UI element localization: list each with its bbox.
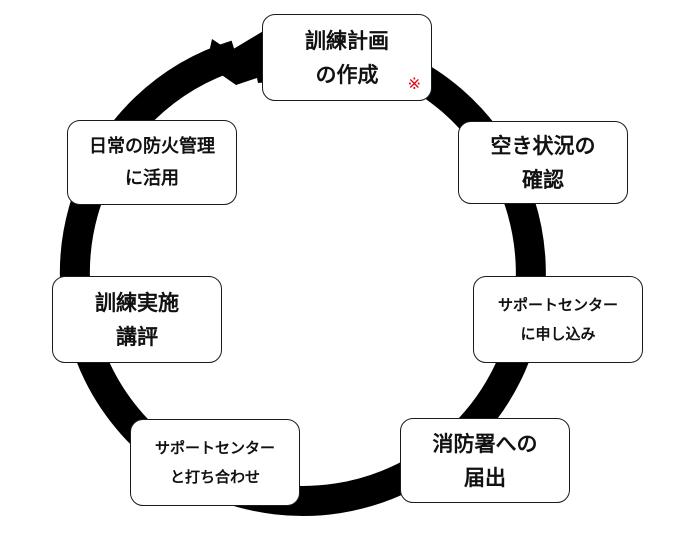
step-box-notify: 消防署への 届出 [400,418,570,503]
step-label-line: 確認 [522,167,564,192]
step-box-plan: 訓練計画 の作成 ※ [262,14,432,101]
step-label-line: と打ち合わせ [169,467,260,486]
step-box-use: 日常の防火管理 に活用 [67,120,237,205]
step-label-line: 空き状況の [490,133,596,158]
step-label-line: サポートセンター [497,295,618,314]
step-label-line: の作成 [315,62,379,87]
step-label-line: サポートセンター [154,438,275,457]
step-label-line: に活用 [125,167,179,189]
step-label-line: 日常の防火管理 [89,135,215,157]
step-label-line: 消防署への [432,431,538,456]
step-label-line: 届出 [464,465,506,490]
step-label-line: 訓練計画 [305,28,389,53]
step-label-line: に申し込み [520,324,596,343]
step-label-line: 訓練実施 [95,290,179,315]
step-box-apply: サポートセンター に申し込み [473,276,643,363]
step-box-execute: 訓練実施 講評 [52,276,222,363]
note-mark: ※ [407,74,421,93]
step-box-check: 空き状況の 確認 [458,121,628,204]
step-box-meeting: サポートセンター と打ち合わせ [130,419,300,506]
step-label-line: 講評 [116,324,158,349]
